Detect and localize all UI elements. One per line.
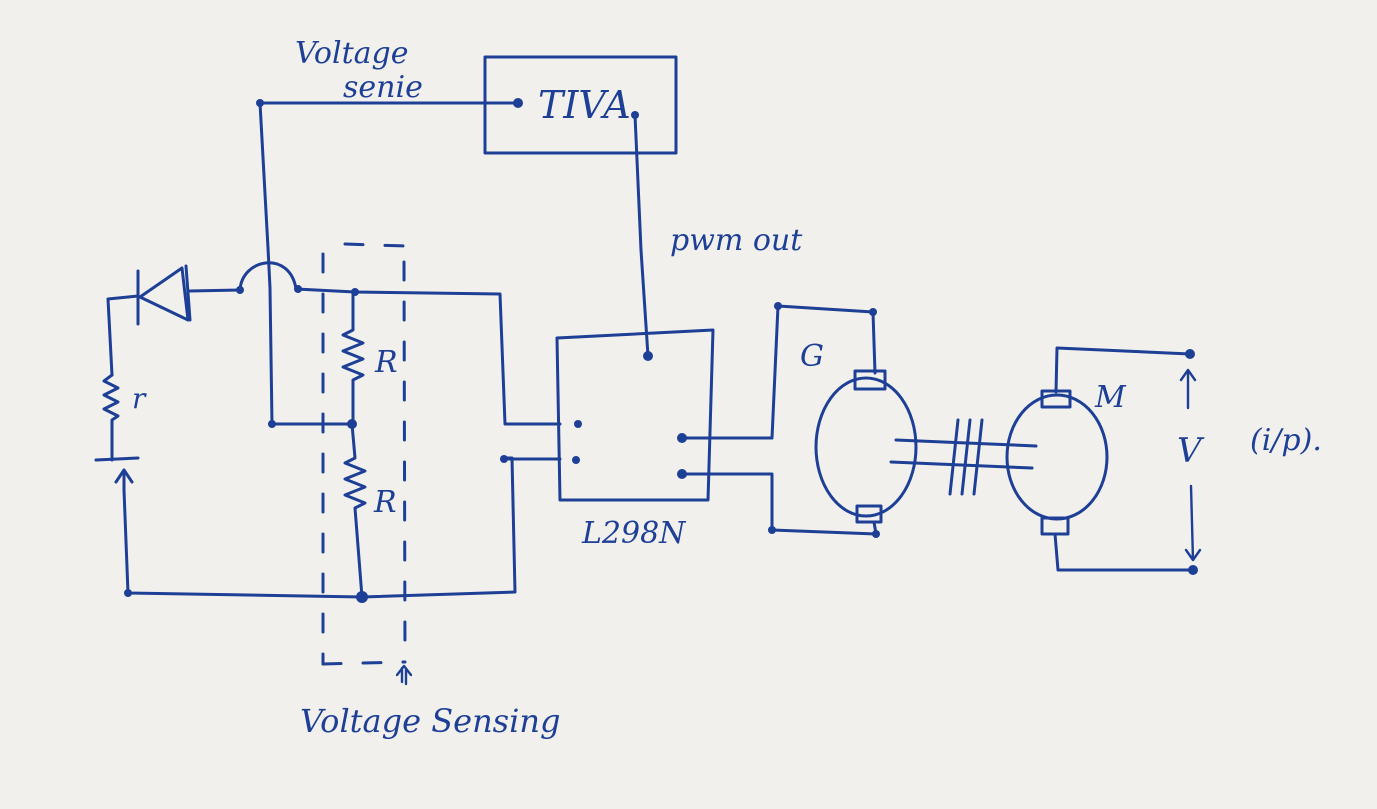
diode (136, 264, 192, 326)
voltage-divider: R R (341, 290, 398, 603)
shaft-coupling (948, 418, 984, 496)
tiva-controller: TIVA (483, 55, 678, 155)
l298n-label: L298N (581, 516, 687, 551)
generator-label: G (800, 339, 824, 374)
battery-plate (94, 456, 140, 462)
divider-resistor-top (341, 290, 365, 426)
voltage-arrow-up (1179, 368, 1197, 410)
source-branch: r (94, 288, 517, 599)
generator: G (800, 339, 1038, 524)
l298n-box (555, 328, 715, 502)
voltage-sensing-box (321, 242, 413, 686)
voltage-sense-label-line2: senie (343, 70, 423, 105)
source-resistor (102, 373, 120, 462)
resistor-bottom-label: R (373, 485, 397, 520)
source-resistor-label: r (132, 382, 147, 415)
motor: M (1005, 380, 1127, 536)
input-note-label: (i/p). (1250, 423, 1322, 458)
divider-resistor-bottom (343, 422, 367, 599)
battery-arrow (114, 468, 134, 492)
sense-tap-wire (266, 246, 352, 426)
voltage-sensing-label: Voltage Sensing (300, 702, 560, 740)
input-voltage-label: V (1177, 431, 1205, 471)
l298n-driver: L298N (555, 328, 715, 551)
motor-label: M (1094, 380, 1127, 415)
pwm-out-wire (633, 113, 650, 358)
input-voltage: V (i/p). (1053, 346, 1322, 575)
generator-wiring (680, 302, 880, 538)
voltage-sense-label-line1: Voltage (295, 36, 408, 71)
tiva-label: TIVA (538, 83, 631, 127)
tiva-box (483, 55, 678, 155)
sensing-arrow (395, 664, 413, 686)
voltage-sense-wire (256, 99, 520, 428)
voltage-arrow-down (1184, 484, 1202, 562)
resistor-top-label: R (374, 345, 398, 380)
pwm-out-label: pwm out (670, 223, 803, 258)
main-rail (236, 261, 562, 461)
